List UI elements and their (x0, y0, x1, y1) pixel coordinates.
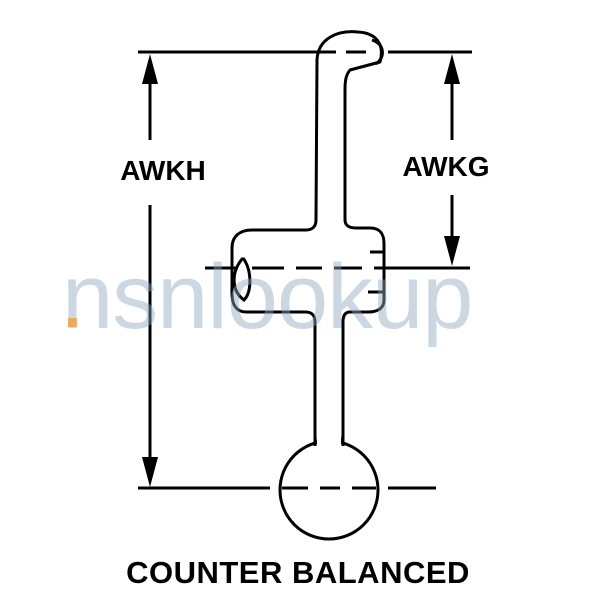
awkg-arrowhead-top (444, 54, 460, 84)
awkg-label: AWKG (402, 151, 489, 182)
counterbalance-arm-outline (230, 30, 386, 448)
watermark-dot-icon (68, 318, 77, 327)
watermark: nsnlookup (62, 246, 473, 348)
counterweight-ball (278, 439, 380, 541)
awkg-arrowhead-bottom (444, 236, 460, 266)
dimension-awkg: AWKG (402, 54, 490, 266)
collar-right-detail (368, 250, 386, 294)
shaft-neck-fill (317, 430, 341, 446)
awkh-arrowhead-bottom (142, 457, 158, 487)
watermark-text: nsnlookup (62, 246, 472, 348)
dimension-awkh: AWKH (120, 54, 206, 487)
collar-left-detail (232, 256, 252, 302)
awkh-arrowhead-top (142, 54, 158, 84)
diagram-caption: COUNTER BALANCED (126, 555, 470, 590)
awkh-label: AWKH (120, 155, 206, 186)
hook-tip-detail (371, 38, 384, 66)
